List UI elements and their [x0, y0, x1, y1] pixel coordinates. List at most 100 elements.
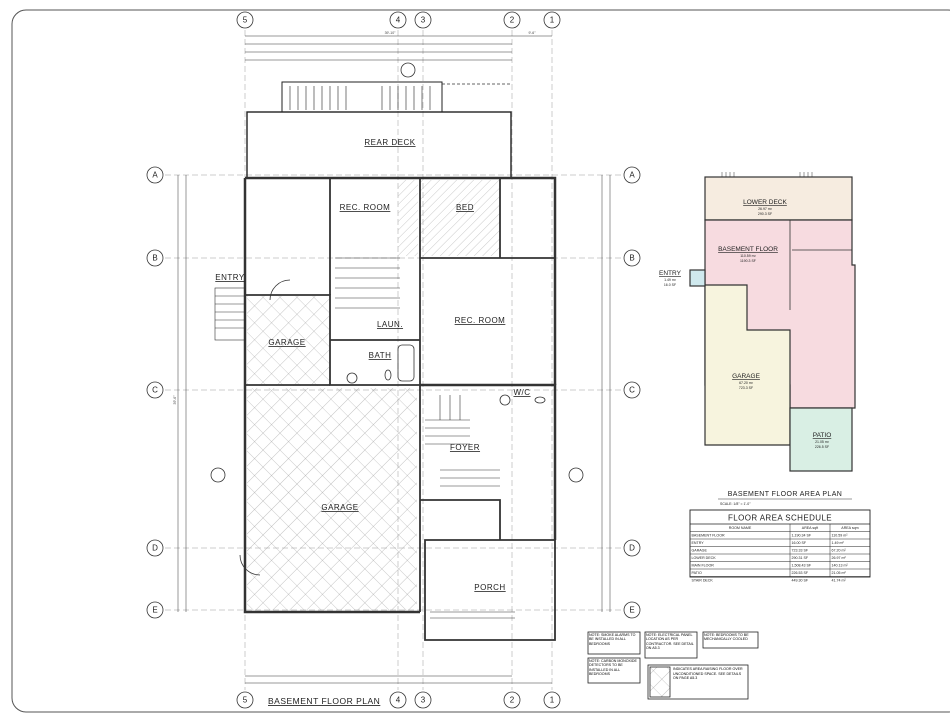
schedule-cell: 723.33 SF [792, 549, 809, 553]
schedule-cell: STAIR DECK [692, 579, 714, 583]
svg-text:226.5 SF: 226.5 SF [815, 445, 829, 449]
closet-hatch [398, 180, 418, 256]
bathtub-icon [397, 344, 415, 382]
dim-overall-left: 39'-6" [173, 395, 177, 405]
svg-text:1: 1 [550, 16, 555, 25]
note-hatch-legend: INDICATES AREA RAISING FLOOR OVER UNCOND… [673, 667, 743, 681]
svg-text:16.0 SF: 16.0 SF [664, 283, 676, 287]
area-plan-title: BASEMENT FLOOR AREA PLAN [728, 491, 843, 498]
drawing-title: BASEMENT FLOOR PLAN [268, 696, 380, 706]
svg-text:1190.3 SF: 1190.3 SF [740, 259, 756, 263]
schedule-cell: 226.53 SF [792, 571, 809, 575]
room-label-laun: LAUN. [377, 320, 403, 329]
dim-overall-top: 39'-10" [385, 31, 397, 35]
schedule-cell: 1,190.34 SF [792, 534, 812, 538]
svg-text:C: C [152, 386, 158, 395]
dimension-lines [177, 35, 611, 684]
sheet-border [11, 9, 950, 713]
svg-text:ENTRY: ENTRY [659, 270, 682, 277]
schedule-cell: GARAGE [692, 549, 708, 553]
svg-text:3: 3 [421, 696, 426, 705]
room-label-rec-room-2: REC. ROOM [455, 316, 506, 325]
room-label-bed: BED [456, 203, 474, 212]
room-label-garage-upper: GARAGE [268, 338, 305, 347]
svg-text:723.3 SF: 723.3 SF [739, 386, 753, 390]
svg-text:B: B [152, 254, 157, 263]
zone-entry [689, 269, 706, 287]
schedule-header-cell: AREA sqft [802, 526, 818, 530]
garage-upper-hatch [247, 296, 329, 386]
svg-text:67.20 m²: 67.20 m² [739, 381, 754, 385]
svg-text:4: 4 [396, 16, 401, 25]
note-boxes [587, 631, 759, 700]
area-plan [689, 172, 856, 472]
porch-railing [430, 611, 515, 619]
room-label-rec-room-1: REC. ROOM [340, 203, 391, 212]
note-smoke-alarms: NOTE: SMOKE ALARMS TO BE INSTALLED IN AL… [589, 633, 636, 646]
schedule-cell: 26.97 m² [832, 556, 847, 560]
section-markers [210, 62, 584, 483]
svg-text:5: 5 [243, 16, 248, 25]
section-marker-icon [210, 467, 226, 483]
svg-text:1.49 m²: 1.49 m² [664, 278, 677, 282]
interior-walls [245, 178, 556, 641]
svg-text:4: 4 [396, 696, 401, 705]
note-electrical-panel: NOTE: ELECTRICAL PANEL LOCATION AS PER C… [646, 633, 694, 650]
dim-top-right: 9'-6" [529, 31, 537, 35]
schedule-cell: LOWER DECK [692, 556, 717, 560]
svg-text:E: E [629, 606, 634, 615]
grid-bubbles [146, 11, 641, 709]
schedule-cell: 290.31 SF [792, 556, 809, 560]
schedule-cell: 67.20 m² [832, 549, 847, 553]
svg-text:PATIO: PATIO [813, 432, 832, 439]
area-plan-labels: LOWER DECK 26.97 m² 290.3 SF BASEMENT FL… [659, 199, 831, 449]
svg-text:21.05 m²: 21.05 m² [815, 440, 830, 444]
svg-text:2: 2 [510, 16, 515, 25]
svg-text:26.97 m²: 26.97 m² [758, 207, 773, 211]
schedule-cell: 1.49 m² [832, 541, 845, 545]
area-plan-scale: SCALE: 1/8" = 1'-0" [720, 502, 751, 506]
fixtures [239, 279, 546, 576]
zone-patio [789, 407, 853, 472]
room-label-entry: ENTRY [215, 273, 245, 282]
toilet-icon [384, 369, 392, 381]
bed-hatch [420, 180, 500, 256]
svg-text:D: D [152, 544, 158, 553]
schedule-cell: BASEMENT FLOOR [692, 534, 725, 538]
note-mech-cooled: NOTE: BEDROOMS TO BE MECHANICALLY COOLED [704, 633, 749, 642]
svg-text:GARAGE: GARAGE [732, 373, 760, 380]
zone-garage [704, 284, 791, 446]
schedule-cell: 41.74 m² [832, 579, 847, 583]
svg-text:A: A [152, 171, 158, 180]
schedule-cell: ENTRY [692, 541, 705, 545]
svg-text:A: A [629, 171, 635, 180]
section-marker-icon [568, 467, 584, 483]
svg-text:LOWER DECK: LOWER DECK [743, 199, 787, 206]
stairs [335, 257, 500, 487]
door-swing-icon [269, 279, 291, 301]
svg-text:290.3 SF: 290.3 SF [758, 212, 772, 216]
room-label-rear-deck: REAR DECK [364, 138, 415, 147]
room-label-porch: PORCH [474, 583, 505, 592]
rear-deck [246, 81, 512, 179]
svg-text:C: C [629, 386, 635, 395]
svg-text:110.59 m²: 110.59 m² [740, 254, 756, 258]
svg-text:E: E [152, 606, 157, 615]
schedule-cell: 449.30 SF [792, 579, 809, 583]
schedule-title: FLOOR AREA SCHEDULE [728, 514, 832, 523]
svg-text:BASEMENT FLOOR: BASEMENT FLOOR [718, 246, 778, 253]
svg-text:2: 2 [510, 696, 515, 705]
schedule-header-cell: AREA sqm [841, 526, 858, 530]
schedule-cell: PATIO [692, 571, 702, 575]
garage-main-hatch [247, 388, 417, 610]
schedule-header-cell: ROOM NAME [729, 526, 752, 530]
wc-sink-icon [499, 394, 511, 406]
svg-text:D: D [629, 544, 635, 553]
room-label-foyer: FOYER [450, 443, 480, 452]
schedule-cell: 140.13 m² [832, 564, 849, 568]
room-label-wc: W/C [513, 388, 530, 397]
svg-text:1: 1 [550, 696, 555, 705]
wc-toilet-icon [534, 396, 546, 404]
